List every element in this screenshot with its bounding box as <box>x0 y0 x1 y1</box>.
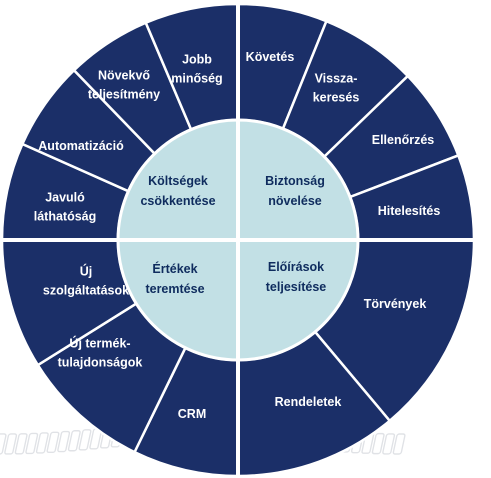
center-label-top-left-line: Költségek <box>148 174 208 188</box>
segment-label: Követés <box>246 50 295 64</box>
ribbon-cell <box>46 431 60 454</box>
segment-label-line: teljesítmény <box>88 88 160 102</box>
segment-label-line: láthatóság <box>34 210 97 224</box>
center-label-bottom-right-line: Előírások <box>268 260 324 274</box>
segment-label: Vissza-keresés <box>313 72 360 105</box>
segment-label-line: Vissza- <box>315 72 358 86</box>
ribbon-cell <box>78 429 92 451</box>
segment-label-line: Javuló <box>45 191 85 205</box>
quadrant-bottom-left <box>0 238 240 478</box>
ribbon-cell <box>4 433 18 455</box>
segment-label-line: tulajdonságok <box>58 356 143 370</box>
quadrant-top-right <box>236 2 476 242</box>
center-label-top-right: Biztonság növelése <box>265 174 325 208</box>
center-label-top-left-line: csökkentése <box>140 194 215 208</box>
inner-quadrant <box>116 118 240 242</box>
segment-label-line: CRM <box>178 407 206 421</box>
center-label-top-right-line: Biztonság <box>265 174 325 188</box>
ribbon-cell <box>382 433 396 455</box>
segment-label-line: keresés <box>313 91 360 105</box>
segment-label-line: szolgáltatások <box>43 284 129 298</box>
segment-label-line: Új <box>80 264 93 279</box>
center-label-bottom-right: Előírások teljesítése <box>266 260 327 294</box>
segment-label-line: Növekvő <box>98 69 150 83</box>
segment-label-line: Hitelesítés <box>378 204 441 218</box>
segment-label-line: Követés <box>246 50 295 64</box>
segment-label: Hitelesítés <box>378 204 441 218</box>
segment-label-line: Jobb <box>182 53 212 67</box>
segment-label: Rendeletek <box>275 395 342 409</box>
ribbon-cell <box>0 433 7 455</box>
center-label-bottom-left-line: teremtése <box>145 282 204 296</box>
segment-label: Törvények <box>364 297 427 311</box>
center-label-top-right-line: növelése <box>268 194 322 208</box>
ribbon-cell <box>67 430 81 452</box>
center-label-bottom-left-line: Értékek <box>152 261 197 276</box>
segment-label: Automatizáció <box>38 139 124 153</box>
inner-quadrant <box>236 238 360 362</box>
segment-label-line: Automatizáció <box>38 139 124 153</box>
ribbon-cell <box>57 430 71 453</box>
segment-label-line: Új termék- <box>69 336 130 351</box>
ribbon-cell <box>14 433 28 455</box>
segment-label-line: minőség <box>171 72 222 86</box>
ribbon-cell <box>35 432 49 454</box>
segment-label-line: Rendeletek <box>275 395 342 409</box>
center-label-bottom-left: Értékek teremtése <box>145 261 204 296</box>
segment-label: Új termék-tulajdonságok <box>58 336 143 370</box>
segment-label: Ellenőrzés <box>372 133 435 147</box>
inner-quadrant <box>236 118 360 242</box>
segment-label: CRM <box>178 407 206 421</box>
segment-label: Növekvő teljesítmény <box>88 69 160 102</box>
segment-label-line: Ellenőrzés <box>372 133 435 147</box>
segment-label: Jobb minőség <box>171 53 222 86</box>
inner-quadrant <box>116 238 240 362</box>
ribbon-cell <box>25 432 39 455</box>
quadrant-top-left <box>0 2 240 242</box>
ribbon-cell <box>392 433 406 455</box>
ribbon-cell <box>371 432 385 455</box>
quadrant-bottom-right <box>236 238 476 478</box>
center-label-bottom-right-line: teljesítése <box>266 280 327 294</box>
segment-label: Javuló láthatóság <box>34 191 97 224</box>
segment-label: Új szolgáltatások <box>43 264 129 298</box>
segment-label-line: Törvények <box>364 297 427 311</box>
center-label-top-left: Költségek csökkentése <box>140 174 215 208</box>
